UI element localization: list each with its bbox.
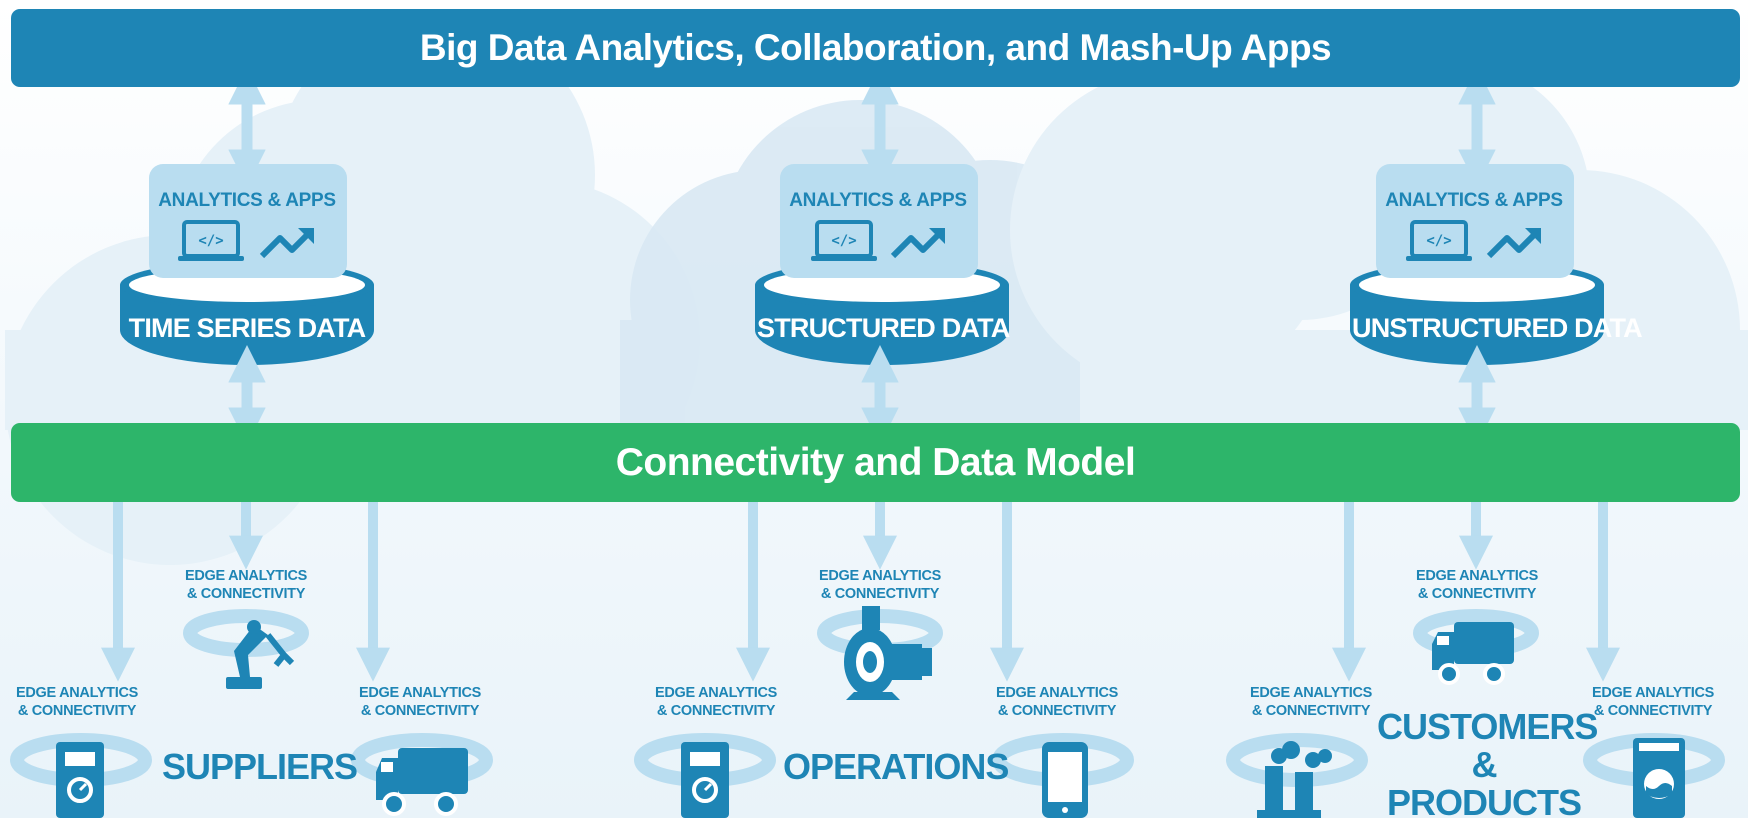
db-label-unstructured: UNSTRUCTURED DATA — [1352, 313, 1643, 343]
connectivity-bar: Connectivity and Data Model — [11, 423, 1740, 502]
edge-label-customers-3: EDGE ANALYTICS & CONNECTIVITY — [1591, 685, 1715, 719]
apps-label-1: ANALYTICS & APPS — [158, 190, 336, 211]
pump-icon — [844, 606, 932, 700]
apps-label-3: ANALYTICS & APPS — [1385, 190, 1563, 211]
edge-label-suppliers-1: EDGE ANALYTICS & CONNECTIVITY — [15, 685, 139, 719]
edge-label-operations-2: EDGE ANALYTICS & CONNECTIVITY — [818, 568, 942, 602]
washing-machine-icon — [1633, 738, 1685, 818]
edge-label-suppliers-2: EDGE ANALYTICS & CONNECTIVITY — [184, 568, 308, 602]
laptop-code-icon: </> — [178, 220, 244, 261]
truck-icon — [376, 748, 468, 816]
apps-panel-2 — [780, 164, 978, 278]
svg-text:</>: </> — [1426, 233, 1451, 249]
laptop-code-icon: </> — [1406, 220, 1472, 261]
group-label-customers-products: CUSTOMERS & PRODUCTS — [1377, 706, 1598, 818]
group-label-suppliers: SUPPLIERS — [162, 746, 358, 787]
edge-label-operations-3: EDGE ANALYTICS & CONNECTIVITY — [995, 685, 1119, 719]
trend-up-icon — [890, 228, 945, 259]
truck-icon — [1432, 622, 1514, 685]
edge-label-customers-2: EDGE ANALYTICS & CONNECTIVITY — [1415, 568, 1539, 602]
apps-label-2: ANALYTICS & APPS — [789, 190, 967, 211]
trend-up-icon — [259, 228, 314, 259]
db-label-structured: STRUCTURED DATA — [757, 313, 1010, 343]
edge-label-suppliers-3: EDGE ANALYTICS & CONNECTIVITY — [358, 685, 482, 719]
svg-text:</>: </> — [831, 233, 856, 249]
apps-panel-3 — [1376, 164, 1574, 278]
meter-icon — [56, 742, 104, 818]
group-label-operations: OPERATIONS — [783, 746, 1009, 787]
laptop-code-icon: </> — [811, 220, 877, 261]
top-bar: Big Data Analytics, Collaboration, and M… — [11, 9, 1740, 87]
svg-text:</>: </> — [198, 233, 223, 249]
smartphone-icon — [1042, 742, 1088, 818]
meter-icon — [681, 742, 729, 818]
database-time-series — [120, 261, 374, 365]
robot-arm-icon — [226, 620, 295, 689]
edge-label-customers-1: EDGE ANALYTICS & CONNECTIVITY — [1249, 685, 1373, 719]
factory-icon — [1257, 741, 1332, 818]
edge-label-operations-1: EDGE ANALYTICS & CONNECTIVITY — [654, 685, 778, 719]
apps-panel-1 — [149, 164, 347, 278]
db-label-time-series: TIME SERIES DATA — [128, 313, 367, 343]
trend-up-icon — [1486, 228, 1541, 259]
